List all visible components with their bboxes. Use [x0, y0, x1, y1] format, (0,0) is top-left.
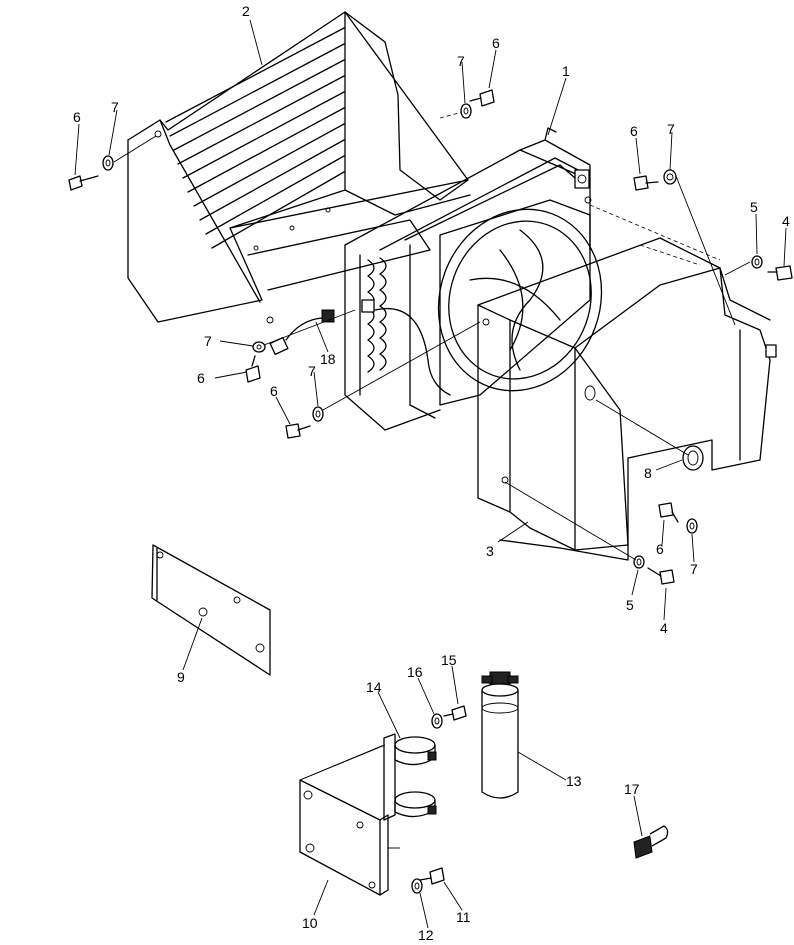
callout-labels: 1 2 3 4 4 5 5 6 6 6 6 6 6 7 7 7 7 7 7 8 … — [73, 3, 790, 943]
bolt — [469, 89, 495, 107]
callout-7: 7 — [667, 121, 675, 137]
washer — [431, 713, 443, 729]
callout-5: 5 — [626, 597, 634, 613]
washer — [312, 406, 324, 422]
condenser-assembly — [344, 127, 603, 431]
washer — [686, 518, 698, 534]
callout-6: 6 — [656, 541, 664, 557]
callout-6: 6 — [630, 123, 638, 139]
washer — [252, 341, 266, 353]
cover-plate — [151, 544, 271, 676]
callout-7: 7 — [204, 333, 212, 349]
callout-10: 10 — [302, 915, 318, 931]
callout-6: 6 — [270, 383, 278, 399]
washer — [411, 878, 423, 894]
callout-12: 12 — [418, 927, 434, 943]
washer — [102, 155, 114, 171]
bolt — [633, 175, 659, 191]
bolt — [245, 355, 261, 383]
callout-11: 11 — [456, 909, 471, 925]
callout-leaders — [74, 19, 787, 929]
callout-3: 3 — [486, 543, 494, 559]
callout-1: 1 — [562, 63, 570, 79]
washer — [751, 255, 763, 269]
washers — [102, 103, 763, 894]
callout-6: 6 — [73, 109, 81, 125]
pressure-switch — [633, 825, 669, 859]
callout-16: 16 — [407, 664, 423, 680]
washer — [460, 103, 472, 119]
callout-6: 6 — [197, 370, 205, 386]
callout-7: 7 — [111, 99, 119, 115]
bolt — [658, 502, 679, 523]
bolt — [767, 265, 793, 281]
wire-harness — [269, 309, 335, 356]
washer — [663, 169, 677, 185]
bolt — [443, 705, 467, 721]
bolt — [647, 567, 675, 585]
callout-14: 14 — [366, 679, 382, 695]
callout-6: 6 — [492, 35, 500, 51]
callout-15: 15 — [441, 652, 457, 668]
callout-2: 2 — [242, 3, 250, 19]
bolts — [68, 89, 793, 885]
callout-5: 5 — [750, 199, 758, 215]
callout-7: 7 — [308, 363, 316, 379]
bolt — [419, 867, 445, 885]
grommet — [682, 445, 704, 471]
callout-8: 8 — [644, 465, 652, 481]
callout-9: 9 — [177, 669, 185, 685]
callout-4: 4 — [660, 620, 668, 636]
washer — [633, 555, 645, 569]
callout-18: 18 — [320, 351, 336, 367]
receiver-drier — [481, 671, 519, 799]
callout-17: 17 — [624, 781, 640, 797]
clamp-bracket — [383, 733, 437, 821]
callout-4: 4 — [782, 213, 790, 229]
louvre-guard — [127, 11, 471, 324]
bolt — [285, 423, 311, 439]
callout-13: 13 — [566, 773, 582, 789]
alignment-lines — [113, 135, 751, 781]
callout-7: 7 — [457, 53, 465, 69]
front-cover — [477, 237, 777, 561]
bolt — [68, 175, 99, 191]
callout-7: 7 — [690, 561, 698, 577]
